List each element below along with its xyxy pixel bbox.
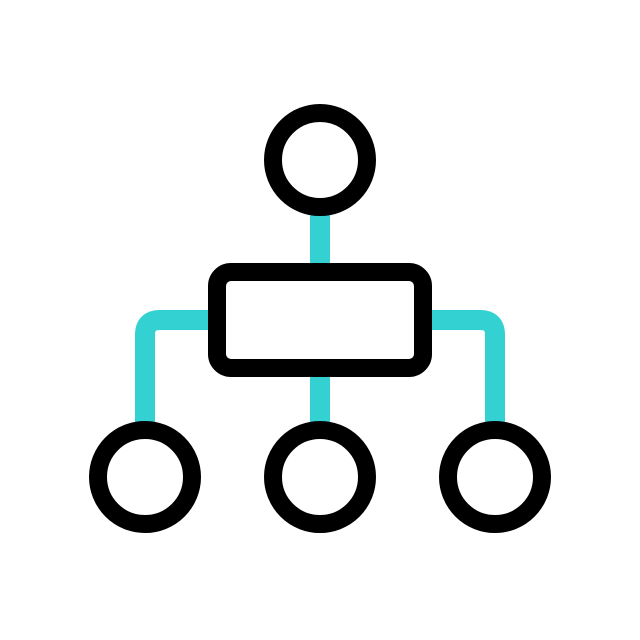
connectors	[135, 210, 505, 430]
child-left-circle	[89, 421, 201, 533]
child-right-circle	[439, 421, 551, 533]
nodes	[89, 104, 551, 533]
child-middle-circle	[264, 421, 376, 533]
center-node-rectangle	[208, 263, 432, 377]
connector-center-to-right	[426, 310, 505, 430]
top-node-circle	[264, 104, 376, 216]
connector-center-to-left	[135, 310, 214, 430]
